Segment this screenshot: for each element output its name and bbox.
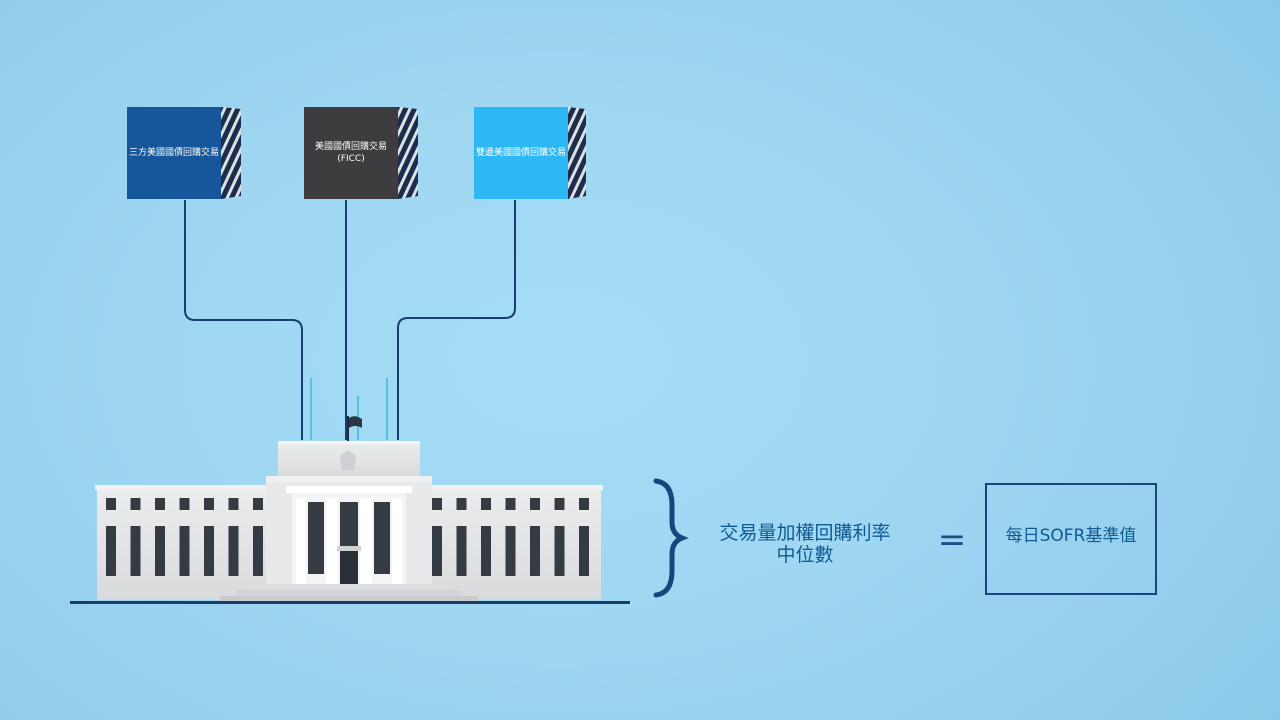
source-box-face <box>127 107 221 199</box>
source-label-bilateral: 雙邊美國國債回購交易 <box>474 107 568 199</box>
ground-line <box>70 601 630 604</box>
building-window <box>530 498 540 510</box>
building-window <box>554 526 565 576</box>
equals-sign: = <box>937 520 967 560</box>
building-window <box>253 498 263 510</box>
building-window <box>432 526 442 576</box>
building-window <box>481 498 491 510</box>
building-window <box>106 526 116 576</box>
building-window <box>228 526 239 576</box>
source-box-side <box>398 107 418 199</box>
source-box-bilateral <box>474 107 586 199</box>
flag-pole <box>347 416 349 442</box>
source-box-tri-party <box>127 107 241 199</box>
building-windows <box>106 498 589 576</box>
building-window <box>505 526 516 576</box>
building-window <box>579 498 589 510</box>
median-rate-label: 交易量加權回購利率 中位數 <box>690 522 920 566</box>
source-box-side <box>568 107 586 199</box>
median-rate-label-line2: 中位數 <box>776 544 834 566</box>
connector-lines <box>184 200 516 440</box>
building-window <box>179 526 190 576</box>
building-window <box>253 526 263 576</box>
curly-brace <box>653 478 689 598</box>
building-window <box>554 498 565 510</box>
source-label-ficc: 美國國債回購交易 (FICC) <box>304 107 398 199</box>
building-window <box>106 498 116 510</box>
building-window <box>130 526 141 576</box>
source-box-ficc <box>304 107 418 199</box>
building-window <box>505 498 516 510</box>
building-window <box>204 526 214 576</box>
building-window <box>228 498 239 510</box>
source-label-tri-party: 三方美國國債回購交易 <box>127 107 221 199</box>
connector-bilateral <box>397 200 516 440</box>
building-window <box>579 526 589 576</box>
federal-reserve-building-illustration <box>70 378 630 604</box>
building-window <box>456 526 467 576</box>
connector-tri-party <box>184 200 303 440</box>
flag-icon <box>349 416 362 428</box>
source-label-line: 雙邊美國國債回購交易 <box>475 148 566 158</box>
source-label-line: (FICC) <box>337 154 365 164</box>
median-rate-label-line1: 交易量加權回購利率 <box>719 522 891 544</box>
sofr-result-box: 每日SOFR基準值 <box>985 483 1157 595</box>
sofr-result-label: 每日SOFR基準值 <box>1005 526 1137 546</box>
building-window <box>204 498 214 510</box>
source-label-line: 三方美國國債回購交易 <box>128 148 219 158</box>
source-box-face <box>474 107 568 199</box>
building-window <box>481 526 491 576</box>
building-window <box>130 498 141 510</box>
source-box-face <box>304 107 398 199</box>
building-window <box>530 526 540 576</box>
source-box-side <box>221 107 241 199</box>
building-window <box>456 498 467 510</box>
building-window <box>155 526 165 576</box>
building-window <box>155 498 165 510</box>
building-window <box>179 498 190 510</box>
source-label-line: 美國國債回購交易 <box>314 142 387 152</box>
building-window <box>432 498 442 510</box>
